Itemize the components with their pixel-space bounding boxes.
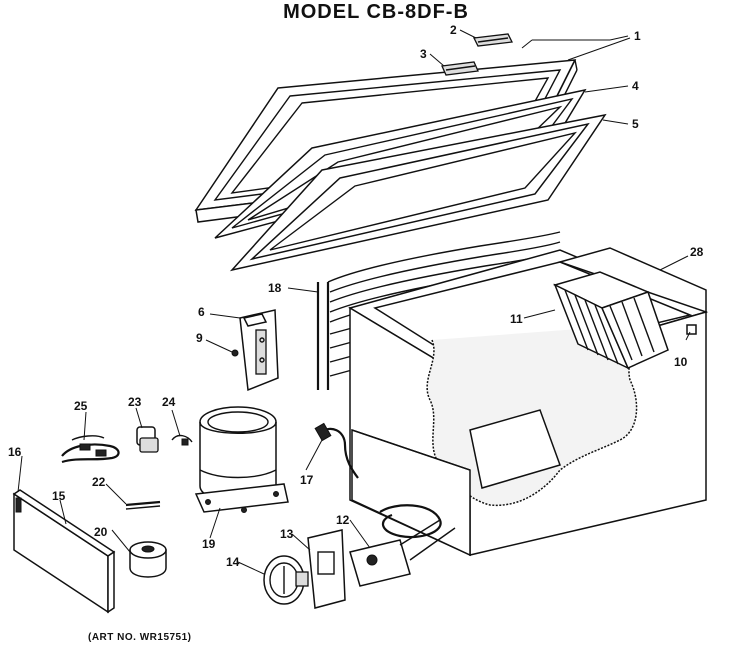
callout-13: 13 [280, 527, 294, 541]
relay [136, 426, 159, 453]
callout-15: 15 [52, 489, 66, 503]
callout-23: 23 [128, 395, 142, 409]
leader-lines [17, 29, 691, 575]
callout-28: 28 [690, 245, 704, 259]
callout-labels: 1 2 3 4 5 6 9 10 11 12 13 14 15 16 17 18… [8, 23, 704, 569]
callout-12: 12 [336, 513, 350, 527]
control-bracket [307, 529, 346, 609]
rubber-grommet [129, 541, 167, 578]
lid-handle [473, 33, 513, 47]
callout-17: 17 [300, 473, 314, 487]
compressor [194, 406, 289, 513]
mounting-screw [231, 349, 239, 357]
back-cover-panel [12, 489, 116, 614]
callout-20: 20 [94, 525, 108, 539]
wire-clip [125, 500, 161, 510]
overload-protector [171, 434, 193, 446]
storage-basket [552, 271, 669, 370]
temperature-control-knob [263, 555, 309, 605]
callout-9: 9 [196, 331, 203, 345]
callout-4: 4 [632, 79, 639, 93]
callout-5: 5 [632, 117, 639, 131]
drain-plug [686, 324, 697, 335]
callout-11: 11 [510, 312, 523, 326]
wiring-harness [61, 435, 120, 464]
power-cord [314, 422, 359, 479]
temperature-control [349, 504, 456, 587]
callout-25: 25 [74, 399, 88, 413]
thermostat-bracket [239, 309, 279, 392]
lid-hinge-cover [441, 61, 479, 76]
callout-1: 1 [634, 29, 641, 43]
art-number: (ART NO. WR15751) [88, 632, 192, 643]
callout-10: 10 [674, 355, 688, 369]
callout-18: 18 [268, 281, 282, 295]
callout-14: 14 [226, 555, 240, 569]
callout-19: 19 [202, 537, 216, 551]
callout-16: 16 [8, 445, 22, 459]
lid-gasket [229, 113, 607, 272]
callout-24: 24 [162, 395, 176, 409]
callout-6: 6 [198, 305, 205, 319]
diagram-title: MODEL CB-8DF-B [283, 1, 469, 23]
callout-22: 22 [92, 475, 106, 489]
freezer-cabinet [348, 247, 709, 557]
callout-3: 3 [420, 47, 427, 61]
callout-2: 2 [450, 23, 457, 37]
